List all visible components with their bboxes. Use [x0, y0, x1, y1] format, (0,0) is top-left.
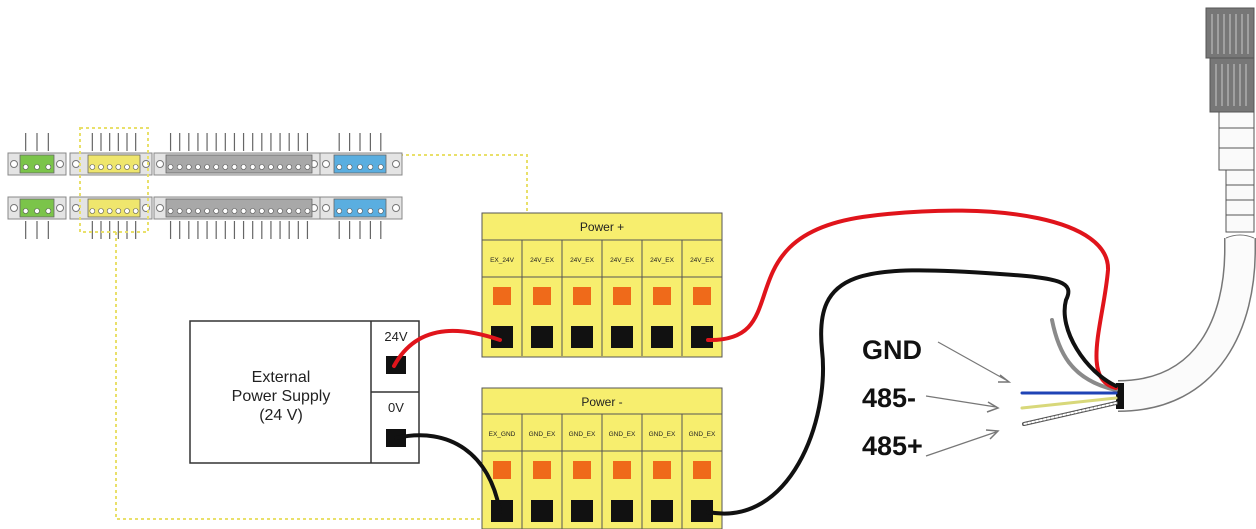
terminal-release-tab: [693, 461, 711, 479]
highlight-box: [79, 127, 149, 233]
label-gnd: GND: [862, 335, 922, 365]
power-supply-minus-label: 0V: [388, 400, 404, 415]
terminal-screw-hole: [491, 500, 513, 522]
terminal-screw-hole: [571, 326, 593, 348]
wire-yellow: [1020, 396, 1118, 410]
m12-connector: [1205, 7, 1255, 233]
terminal-screw-hole: [691, 500, 713, 522]
wire-red-24v: [392, 328, 502, 368]
header-block: [165, 198, 313, 218]
header-block: [19, 154, 55, 174]
pin-label: 24V_EX: [690, 257, 715, 264]
header-block: [333, 198, 387, 218]
header-block: [165, 154, 313, 174]
terminal-screw-hole: [691, 326, 713, 348]
pin-label: GND_EX: [609, 431, 636, 438]
pin-label: GND_EX: [689, 431, 716, 438]
terminal-screw-hole: [531, 326, 553, 348]
terminal-release-tab: [693, 287, 711, 305]
pin-label: EX_24V: [490, 257, 515, 264]
terminal-release-tab: [613, 287, 631, 305]
pin-label: EX_GND: [489, 431, 516, 438]
pin-label: GND_EX: [649, 431, 676, 438]
wire-black-0v: [394, 433, 502, 514]
terminal-block-plus: Power + EX_24V 24V_EX 24V_EX 24V_EX 24V_EX 24…: [481, 212, 723, 358]
m12-cable: [1116, 234, 1256, 412]
terminal-screw-hole: [651, 500, 673, 522]
wire-red-supply-to-cable: [706, 208, 1118, 390]
header-block: [87, 154, 141, 174]
wire-black-gnd-to-cable: [706, 268, 1118, 516]
label-485-minus: 485-: [862, 383, 916, 413]
power-supply-title-line1: External: [252, 369, 311, 386]
terminal-release-tab: [573, 287, 591, 305]
terminal-release-tab: [493, 287, 511, 305]
terminal-screw-hole: [611, 500, 633, 522]
terminal-screw-hole: [651, 326, 673, 348]
power-supply-plus-label: 24V: [384, 329, 407, 344]
pin-label: 24V_EX: [570, 257, 595, 264]
pin-label: GND_EX: [529, 431, 556, 438]
terminal-release-tab: [573, 461, 591, 479]
power-supply-title-line3: (24 V): [259, 407, 303, 424]
controller-headers: [7, 127, 403, 239]
pin-label: 24V_EX: [530, 257, 555, 264]
terminal-screw-hole: [491, 326, 513, 348]
label-485-plus: 485+: [862, 431, 923, 461]
terminal-release-tab: [653, 287, 671, 305]
terminal-minus-title: Power -: [581, 395, 622, 409]
power-supply-title-line2: Power Supply: [232, 388, 331, 405]
terminal-release-tab: [533, 461, 551, 479]
terminal-release-tab: [493, 461, 511, 479]
terminal-block-minus: Power - EX_GND GND_EX GND_EX GND_EX GND_EX GN…: [481, 387, 723, 529]
terminal-screw-hole: [611, 326, 633, 348]
wire-gray: [1050, 318, 1118, 392]
pin-label: GND_EX: [569, 431, 596, 438]
label-arrows: [925, 341, 1012, 457]
external-power-supply: External Power Supply (24 V) 24V 0V: [189, 320, 420, 464]
terminal-screw-hole: [571, 500, 593, 522]
header-block: [19, 198, 55, 218]
terminal-release-tab: [613, 461, 631, 479]
header-block: [333, 154, 387, 174]
terminal-screw-hole: [531, 500, 553, 522]
signal-wires: [1020, 318, 1118, 426]
terminal-plus-title: Power +: [580, 220, 624, 234]
terminal-release-tab: [533, 287, 551, 305]
pin-label: 24V_EX: [650, 257, 675, 264]
pin-label: 24V_EX: [610, 257, 635, 264]
terminal-release-tab: [653, 461, 671, 479]
header-block: [87, 198, 141, 218]
